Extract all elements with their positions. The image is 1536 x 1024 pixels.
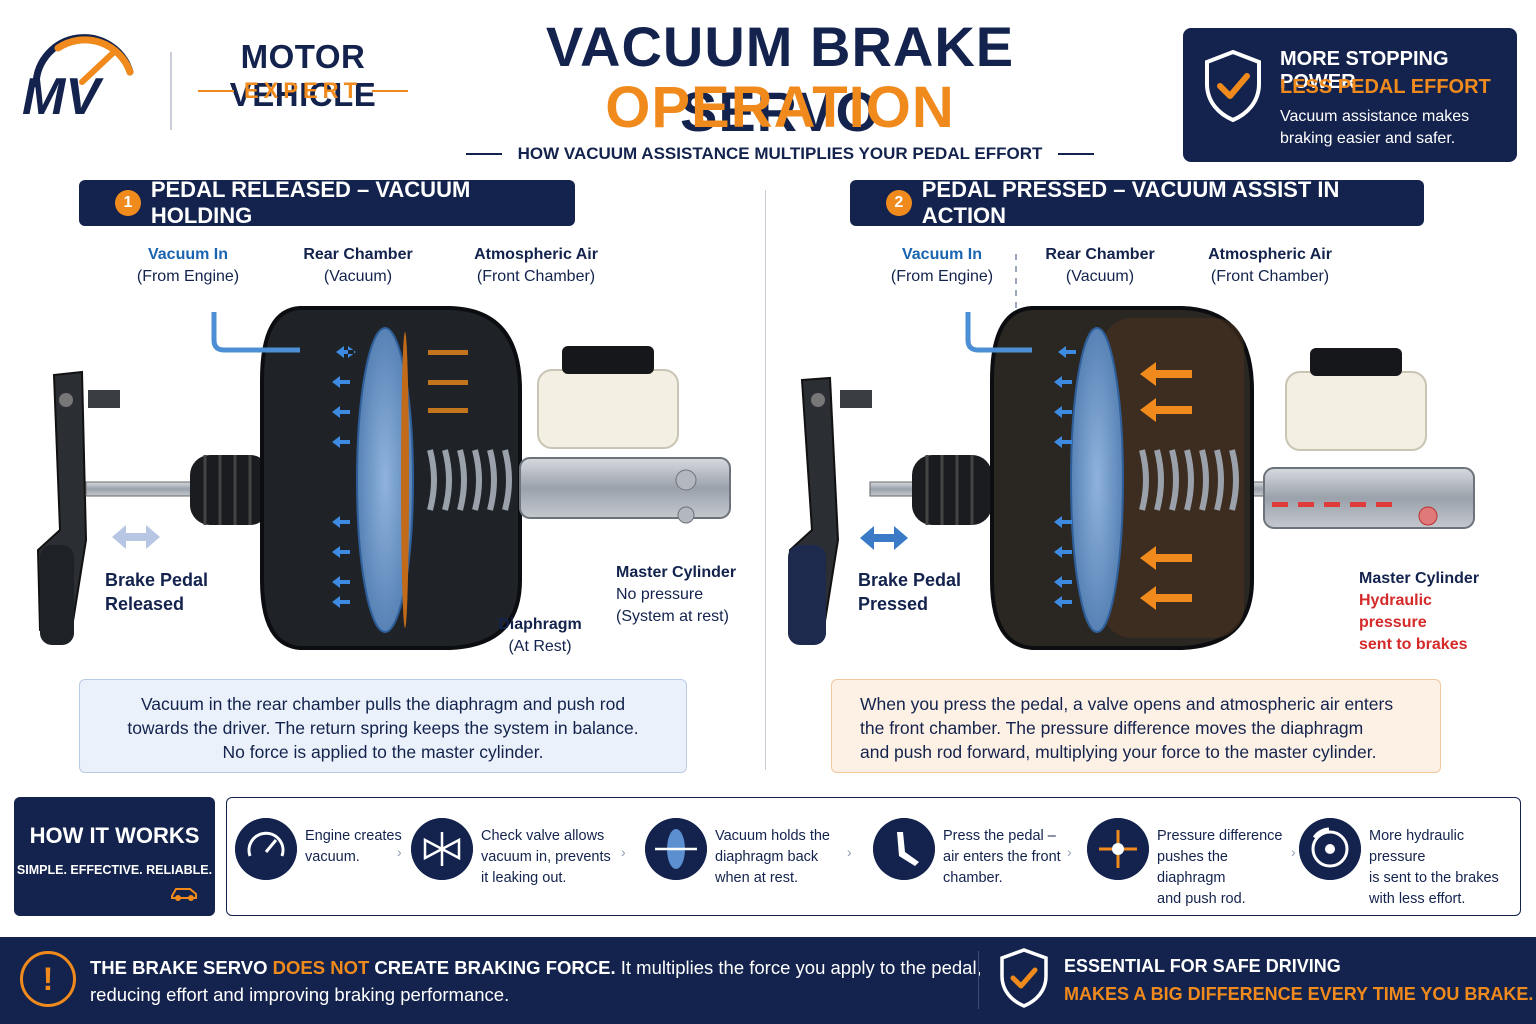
- panel1-heading: 1 PEDAL RELEASED – VACUUM HOLDING: [79, 177, 575, 228]
- shield-check-icon: [1000, 948, 1048, 1008]
- shield-check-icon: [1205, 49, 1261, 123]
- panel2-heading: 2 PEDAL PRESSED – VACUUM ASSIST IN ACTIO…: [850, 177, 1424, 228]
- mv-logo-icon: MV: [22, 34, 134, 122]
- panel-divider: [765, 190, 766, 770]
- diaphragm-icon: [1070, 327, 1124, 633]
- chevron-right-icon: ›: [847, 844, 852, 860]
- panel1-description: Vacuum in the rear chamber pulls the dia…: [79, 679, 687, 773]
- p1-vacuum-label: Vacuum In(From Engine): [136, 246, 240, 285]
- rubber-boot-icon: [912, 455, 992, 525]
- chevron-right-icon: ›: [1291, 844, 1296, 860]
- footer-right-line2: MAKES A BIG DIFFERENCE EVERY TIME YOU BR…: [1064, 984, 1534, 1004]
- pedal-pad-icon: [788, 545, 826, 645]
- servo-diagram-pressed: Vacuum In(From Engine) Rear Chamber(Vacu…: [752, 240, 1502, 680]
- subtitle: HOW VACUUM ASSISTANCE MULTIPLIES YOUR PE…: [440, 144, 1120, 164]
- brand-name: MOTOR VEHICLE: [229, 38, 377, 113]
- return-spring-icon: [1139, 449, 1239, 511]
- servo-released-illustration: [36, 306, 731, 650]
- benefit-badge: MORE STOPPING POWER LESS PEDAL EFFORT Va…: [1183, 28, 1517, 162]
- servo-diagram-released: Vacuum In(From Engine) Rear Chamber(Vacu…: [0, 240, 750, 680]
- badge-line3: Vacuum assistance makes braking easier a…: [1280, 108, 1470, 147]
- atmospheric-arrows: [428, 350, 468, 413]
- how-it-works-box: HOW IT WORKS SIMPLE. EFFECTIVE. RELIABLE…: [14, 797, 215, 916]
- master-cylinder-icon: [519, 346, 731, 524]
- badge-line2: LESS PEDAL EFFORT: [1280, 76, 1491, 98]
- title-line2: OPERATION: [605, 75, 955, 140]
- pressure-arrows-icon: [1087, 818, 1149, 880]
- footer-right-line1: ESSENTIAL FOR SAFE DRIVING: [1064, 956, 1341, 976]
- car-icon: [171, 888, 197, 901]
- rubber-boot-icon: [190, 455, 270, 525]
- panel1-heading-text: PEDAL RELEASED – VACUUM HOLDING: [150, 177, 471, 228]
- vacuum-arrows: [332, 346, 356, 608]
- gauge-icon: [235, 818, 297, 880]
- master-cylinder-icon: [1263, 348, 1475, 529]
- return-spring-icon: [427, 449, 512, 511]
- diaphragm-icon: [356, 327, 414, 633]
- p1-rear-chamber-label: Rear Chamber(Vacuum): [303, 246, 413, 285]
- chevron-right-icon: ›: [1067, 844, 1072, 860]
- panel1-number: 1: [115, 190, 141, 216]
- subtitle-text: HOW VACUUM ASSISTANCE MULTIPLIES YOUR PE…: [517, 144, 1043, 163]
- brake-disc-icon: [1299, 818, 1361, 880]
- pedal-pad-icon: [40, 545, 74, 645]
- footer-line2: reducing effort and improving braking pe…: [90, 984, 510, 1005]
- panel2-heading-text: PEDAL PRESSED – VACUUM ASSIST IN ACTION: [921, 177, 1340, 228]
- how-subtitle: SIMPLE. EFFECTIVE. RELIABLE.: [16, 863, 213, 877]
- brand-sub-text: EXPERT: [243, 78, 363, 103]
- mv-logo-text: MV: [22, 68, 104, 122]
- pedal-released-arrow-icon: [112, 525, 160, 549]
- pedal-pressed-arrow-icon: [860, 526, 908, 550]
- chevron-right-icon: ›: [397, 844, 402, 860]
- how-title: HOW IT WORKS: [29, 823, 200, 848]
- footer-bar: ! THE BRAKE SERVO DOES NOT CREATE BRAKIN…: [0, 937, 1536, 1024]
- foot-pedal-icon: [873, 818, 935, 880]
- brand-logo: MV MOTOR VEHICLE EXPERT: [18, 22, 438, 130]
- p2-vacuum-label: Vacuum In(From Engine): [890, 246, 994, 285]
- p1-atmospheric-label: Atmospheric Air(Front Chamber): [474, 246, 598, 285]
- diaphragm-icon: [645, 818, 707, 880]
- servo-pressed-illustration: [788, 254, 1475, 650]
- vacuum-arrows: [1054, 346, 1076, 608]
- panel2-description: When you press the pedal, a valve opens …: [831, 679, 1441, 773]
- title-line1: VACUUM BRAKE SERVO: [545, 15, 1015, 143]
- badge-line1: MORE STOPPING POWER: [1280, 48, 1449, 93]
- p1-diaphragm-label: Diaphragm(At Rest): [498, 616, 582, 655]
- p2-atmospheric-label: Atmospheric Air(Front Chamber): [1208, 246, 1332, 285]
- logo-divider: [170, 52, 172, 130]
- footer-line1: THE BRAKE SERVO DOES NOT CREATE BRAKING …: [90, 957, 982, 978]
- p2-rear-chamber-label: Rear Chamber(Vacuum): [1045, 246, 1155, 285]
- brand-sub: EXPERT: [172, 78, 434, 104]
- warning-icon: !: [20, 951, 76, 1007]
- hydraulic-pressure-arrows: [1272, 502, 1392, 507]
- footer-divider: [978, 951, 979, 1009]
- chevron-right-icon: ›: [621, 844, 626, 860]
- atmospheric-pressure-arrows: [1140, 362, 1192, 610]
- panel2-number: 2: [886, 190, 912, 216]
- check-valve-icon: [411, 818, 473, 880]
